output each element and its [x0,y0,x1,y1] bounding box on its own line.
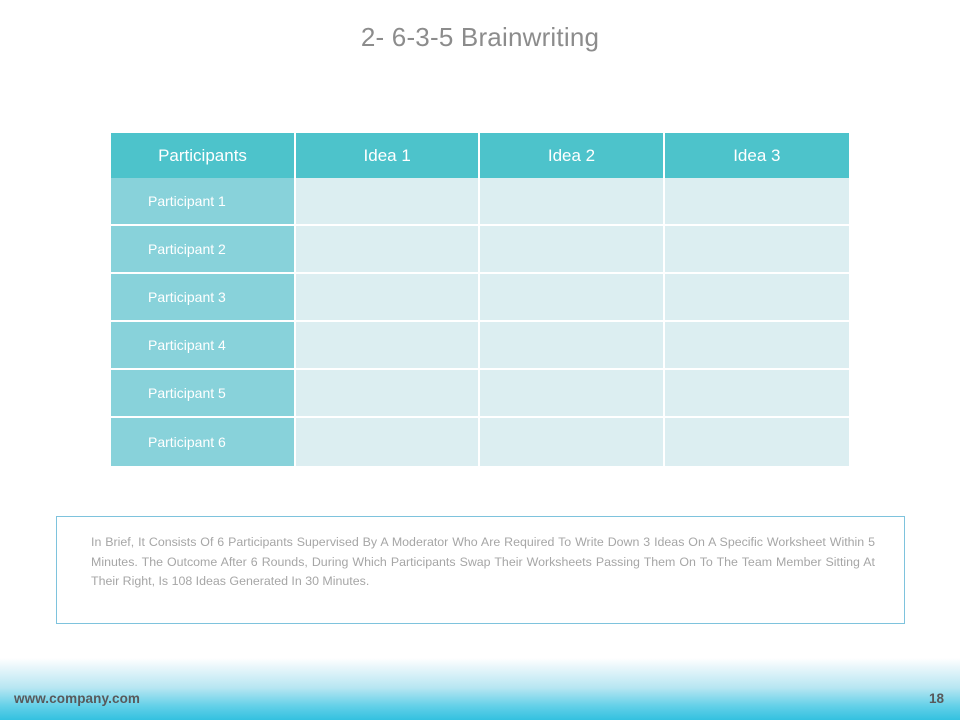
idea-cell-5-1[interactable] [296,370,481,418]
column-header-idea-2: Idea 2 [480,133,665,178]
table-row: Participant 6 [111,418,849,466]
idea-cell-5-2[interactable] [480,370,665,418]
idea-cell-2-1[interactable] [296,226,481,274]
participant-label: Participant 6 [111,418,297,466]
brainwriting-table-container: Participants Idea 1 Idea 2 Idea 3 Partic… [111,133,849,466]
idea-cell-6-3[interactable] [664,418,849,466]
table-row: Participant 5 [111,370,849,418]
idea-cell-1-1[interactable] [296,178,481,226]
table-body: Participant 1 Participant 2 Participant … [111,178,849,466]
footer-website-url[interactable]: www.company.com [14,691,141,706]
participant-label: Participant 1 [111,178,297,226]
idea-cell-5-3[interactable] [664,370,849,418]
table-row: Participant 4 [111,322,849,370]
idea-cell-1-3[interactable] [664,178,849,226]
idea-cell-6-2[interactable] [480,418,665,466]
slide-footer: www.company.com 18 [0,658,960,720]
idea-cell-3-1[interactable] [296,274,481,322]
idea-cell-4-3[interactable] [664,322,849,370]
participant-label: Participant 3 [111,274,297,322]
participant-label: Participant 4 [111,322,297,370]
page-title: 2- 6-3-5 Brainwriting [360,22,600,52]
idea-cell-2-3[interactable] [664,226,849,274]
idea-cell-3-3[interactable] [664,274,849,322]
idea-cell-4-2[interactable] [480,322,665,370]
footer-page-number: 18 [928,691,944,706]
brainwriting-table: Participants Idea 1 Idea 2 Idea 3 Partic… [111,133,849,466]
idea-cell-6-1[interactable] [296,418,481,466]
description-box: In Brief, It Consists Of 6 Participants … [56,516,905,624]
participant-label: Participant 5 [111,370,297,418]
idea-cell-4-1[interactable] [296,322,481,370]
idea-cell-1-2[interactable] [480,178,665,226]
table-header-row: Participants Idea 1 Idea 2 Idea 3 [111,133,849,178]
idea-cell-3-2[interactable] [480,274,665,322]
column-header-participants: Participants [111,133,297,178]
table-row: Participant 2 [111,226,849,274]
column-header-idea-1: Idea 1 [296,133,481,178]
idea-cell-2-2[interactable] [480,226,665,274]
column-header-idea-3: Idea 3 [664,133,849,178]
description-text: In Brief, It Consists Of 6 Participants … [91,535,875,588]
participant-label: Participant 2 [111,226,297,274]
table-row: Participant 3 [111,274,849,322]
table-header: Participants Idea 1 Idea 2 Idea 3 [111,133,849,178]
table-row: Participant 1 [111,178,849,226]
